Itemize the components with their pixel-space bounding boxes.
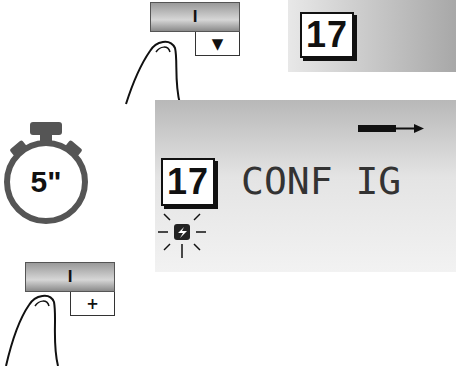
finger-nail <box>156 47 170 52</box>
button-key-symbol: ▼ <box>195 32 240 56</box>
lcd-panel: CONF IG 17 <box>155 100 456 272</box>
arrow-line <box>396 128 416 130</box>
finger <box>126 42 180 104</box>
push-button: I+ <box>25 262 115 316</box>
display-box: 17 <box>161 158 215 206</box>
timer-value: 5" <box>31 167 62 197</box>
button-key-symbol: + <box>70 292 115 316</box>
display-digits: 17 <box>167 164 209 200</box>
display-panel <box>288 0 456 72</box>
button-symbol: I <box>25 262 115 292</box>
finger <box>6 296 58 366</box>
push-button: I▼ <box>150 2 240 56</box>
lcd-text: CONF IG <box>241 162 401 200</box>
display-box: 17 <box>300 12 354 58</box>
finger-nail <box>35 301 49 306</box>
button-symbol: I <box>150 2 240 32</box>
display-digits: 17 <box>306 17 348 53</box>
progress-bar <box>358 125 396 132</box>
stopwatch-face: 5" <box>4 140 88 224</box>
